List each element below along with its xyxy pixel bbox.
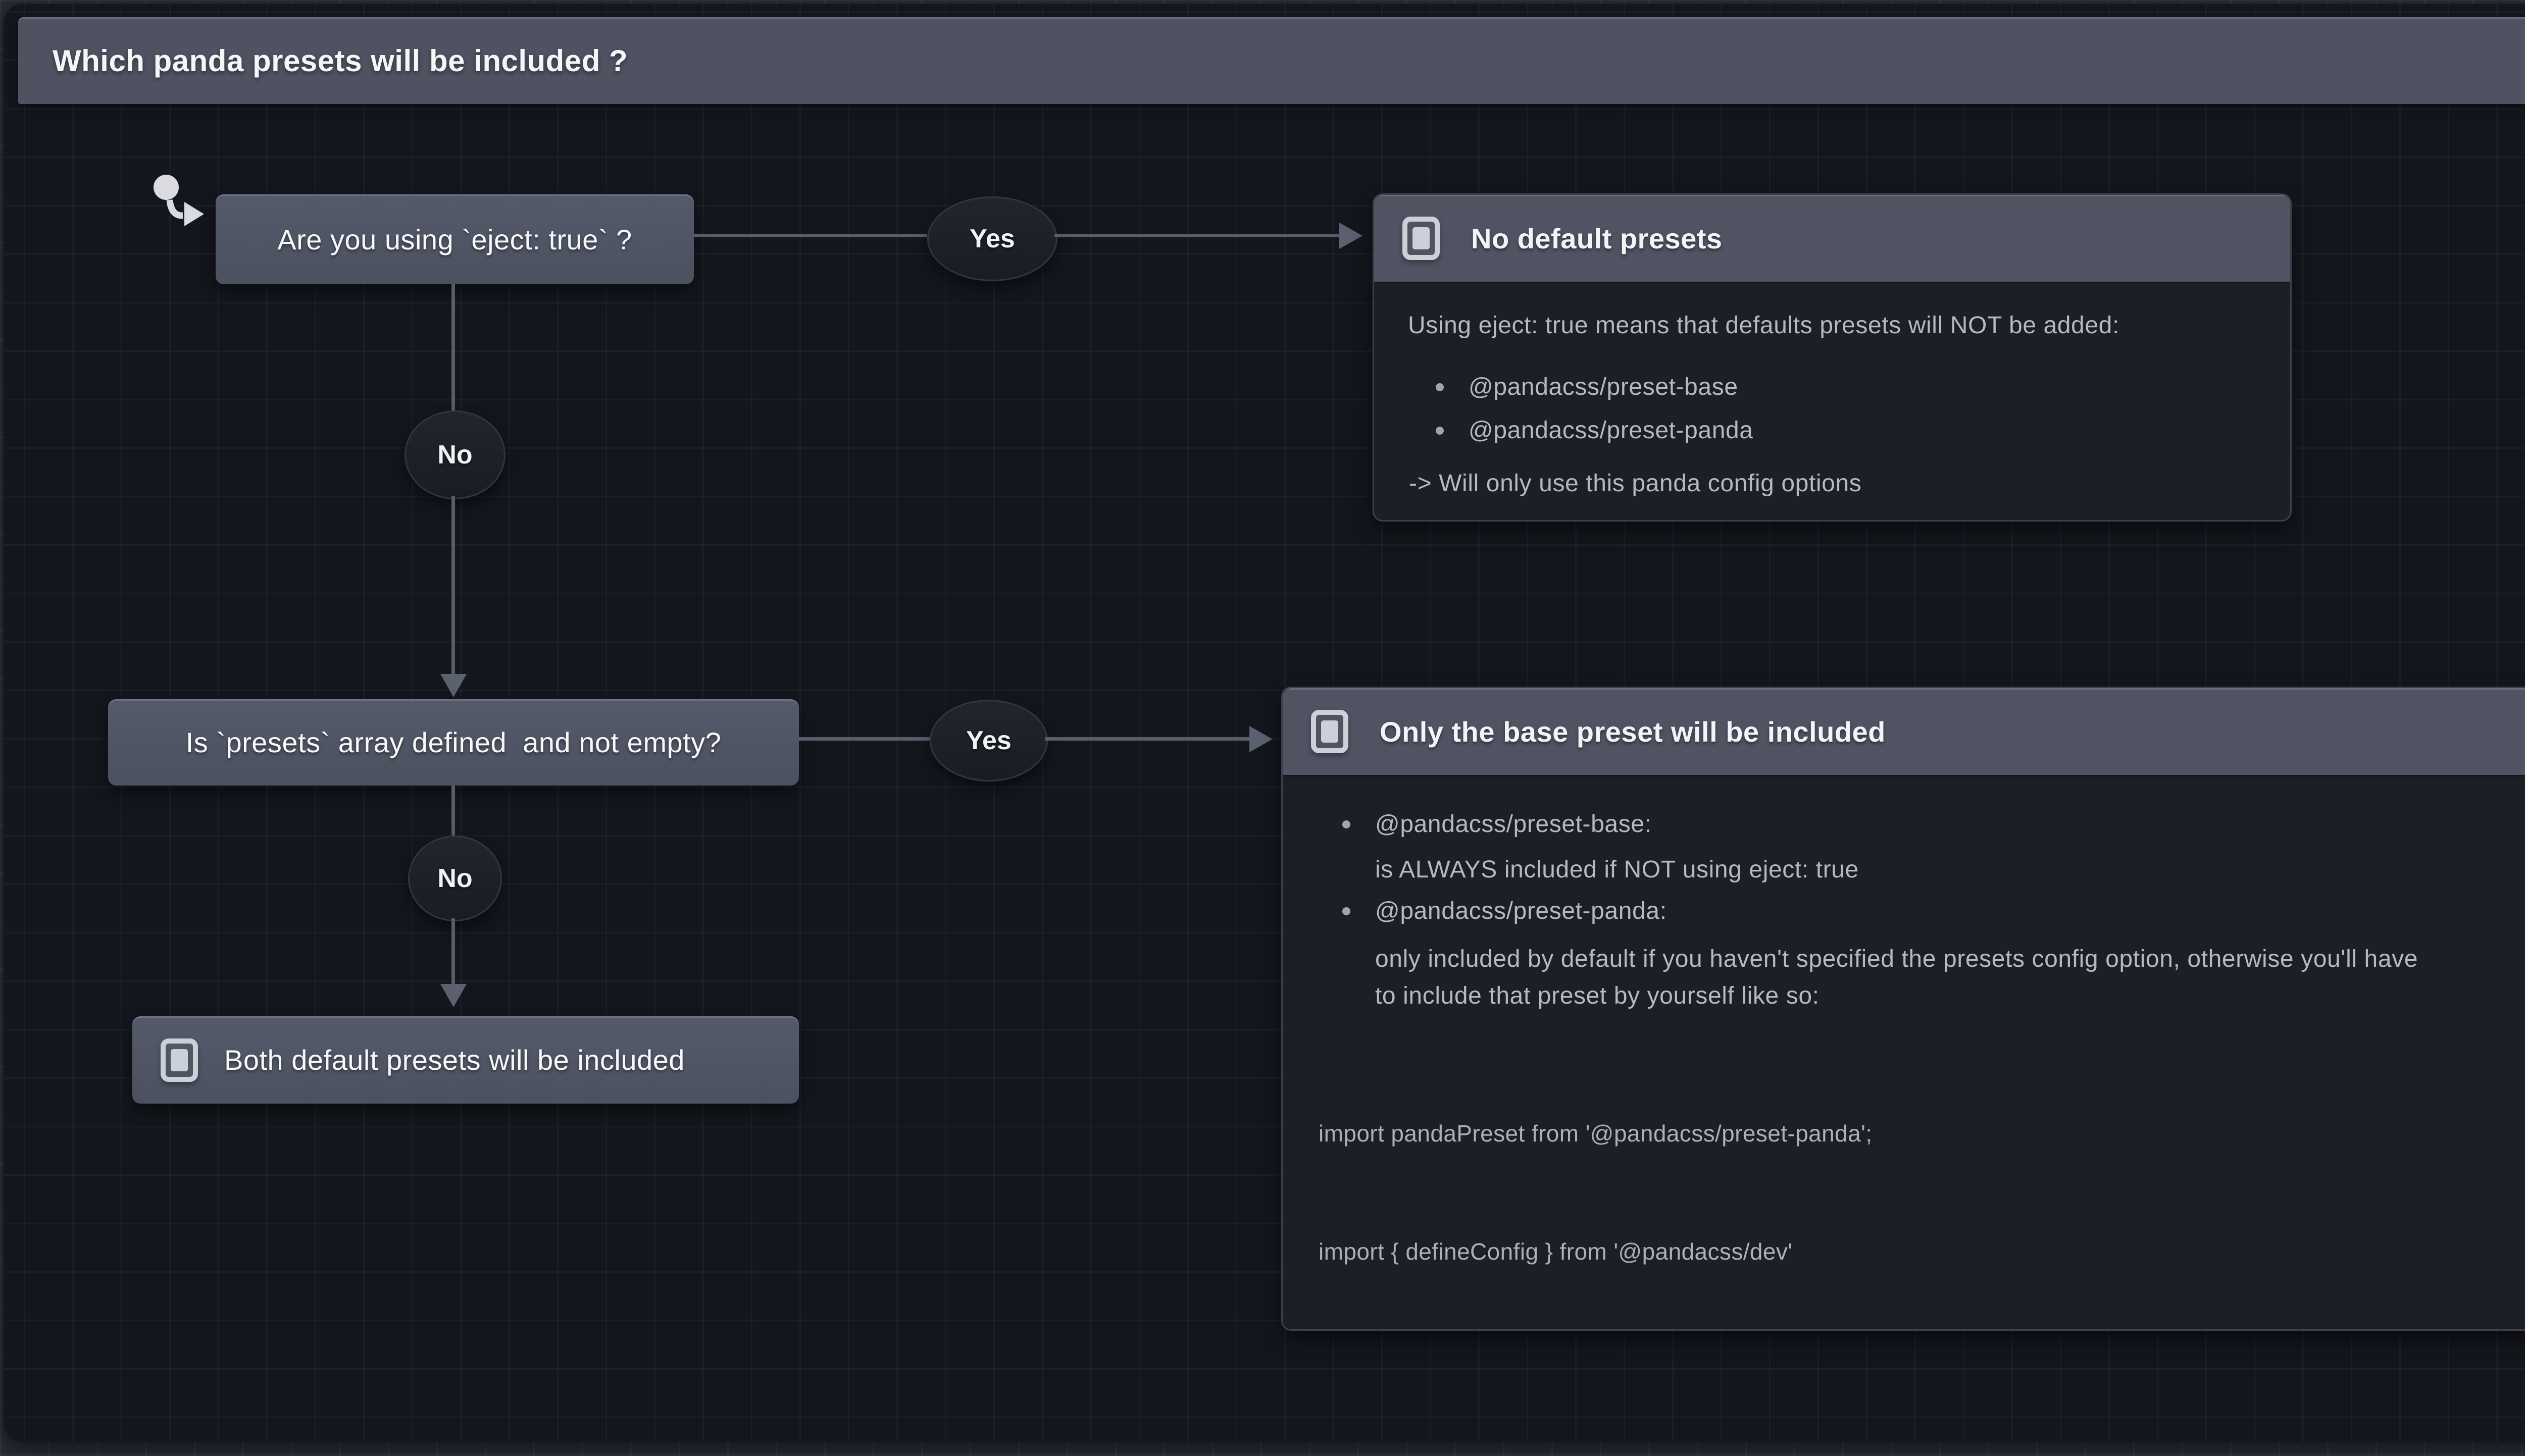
panel1-header: No default presets (1374, 195, 2290, 283)
click-cursor-icon (154, 175, 204, 226)
edge-line (451, 284, 455, 410)
panel1-bullet-1: @pandacss/preset-base (1469, 374, 1738, 400)
edge-line (451, 496, 455, 674)
panel1-title: No default presets (1471, 222, 1723, 254)
decision-node-presets-array-label: Is `presets` array defined and not empty… (185, 726, 722, 758)
decision-node-presets-array[interactable]: Is `presets` array defined and not empty… (108, 699, 799, 786)
panel2-bullet-1-desc: is ALWAYS included if NOT using eject: t… (1375, 856, 1859, 883)
edge-line (1045, 737, 1249, 741)
arrowhead-icon (1249, 726, 1273, 752)
bullet-icon (1436, 383, 1444, 391)
diagram-title-bar: Which panda presets will be included ? (18, 17, 2525, 104)
edge-label-no-2-text: No (437, 864, 473, 893)
bullet-icon (1436, 427, 1444, 435)
edge-label-no-1-text: No (437, 440, 473, 470)
panel1-body: Using eject: true means that defaults pr… (1374, 283, 2290, 520)
diagram-canvas[interactable]: Which panda presets will be included ? A… (4, 4, 2525, 1442)
panel2-title: Only the base preset will be included (1380, 715, 1886, 748)
bullet-icon (1342, 907, 1350, 915)
arrowhead-icon (440, 984, 467, 1007)
decision-node-eject[interactable]: Are you using `eject: true` ? (216, 194, 694, 284)
arrowhead-icon (440, 674, 467, 697)
panel2-bullet-2-desc-2: to include that preset by yourself like … (1375, 982, 1820, 1009)
bullet-icon (1342, 820, 1350, 828)
panel2-bullet-2-name: @pandacss/preset-panda: (1375, 898, 1667, 924)
decision-node-eject-label: Are you using `eject: true` ? (277, 223, 632, 255)
edge-label-yes-2[interactable]: Yes (930, 700, 1048, 782)
edge-label-no-2[interactable]: No (408, 836, 502, 921)
panel1-outro: -> Will only use this panda config optio… (1409, 470, 1862, 497)
result-panel-base-preset-only[interactable]: Only the base preset will be included @p… (1281, 687, 2525, 1331)
code-snippet: import pandaPreset from '@pandacss/prese… (1319, 1035, 1873, 1329)
edge-line (694, 234, 927, 237)
frame-icon (1311, 710, 1348, 753)
code-line: import { defineConfig } from '@pandacss/… (1319, 1238, 1793, 1265)
edge-line (799, 737, 930, 741)
edge-label-no-1[interactable]: No (405, 410, 506, 499)
edge-label-yes-1[interactable]: Yes (927, 196, 1057, 281)
panel2-bullet-2-desc-1: only included by default if you haven't … (1375, 946, 2418, 972)
panel2-bullet-1-name: @pandacss/preset-base: (1375, 811, 1652, 838)
edge-line (1054, 234, 1343, 237)
edge-line (451, 786, 455, 836)
frame-icon (161, 1038, 198, 1082)
result-node-both-presets-label: Both default presets will be included (224, 1044, 685, 1076)
panel1-bullet-2: @pandacss/preset-panda (1469, 417, 1753, 444)
panel2-body: @pandacss/preset-base: is ALWAYS include… (1283, 776, 2525, 1329)
edge-line (451, 918, 455, 984)
panel1-intro: Using eject: true means that defaults pr… (1408, 312, 2119, 339)
frame-icon (1402, 217, 1440, 260)
page-title: Which panda presets will be included ? (53, 43, 628, 78)
edge-label-yes-2-text: Yes (966, 726, 1012, 755)
code-line: import pandaPreset from '@pandacss/prese… (1319, 1120, 1873, 1147)
arrowhead-icon (1339, 223, 1362, 249)
edge-label-yes-1-text: Yes (970, 224, 1015, 253)
result-node-both-presets[interactable]: Both default presets will be included (132, 1016, 799, 1104)
result-panel-no-default-presets[interactable]: No default presets Using eject: true mea… (1373, 193, 2292, 522)
panel2-header: Only the base preset will be included (1283, 688, 2525, 776)
